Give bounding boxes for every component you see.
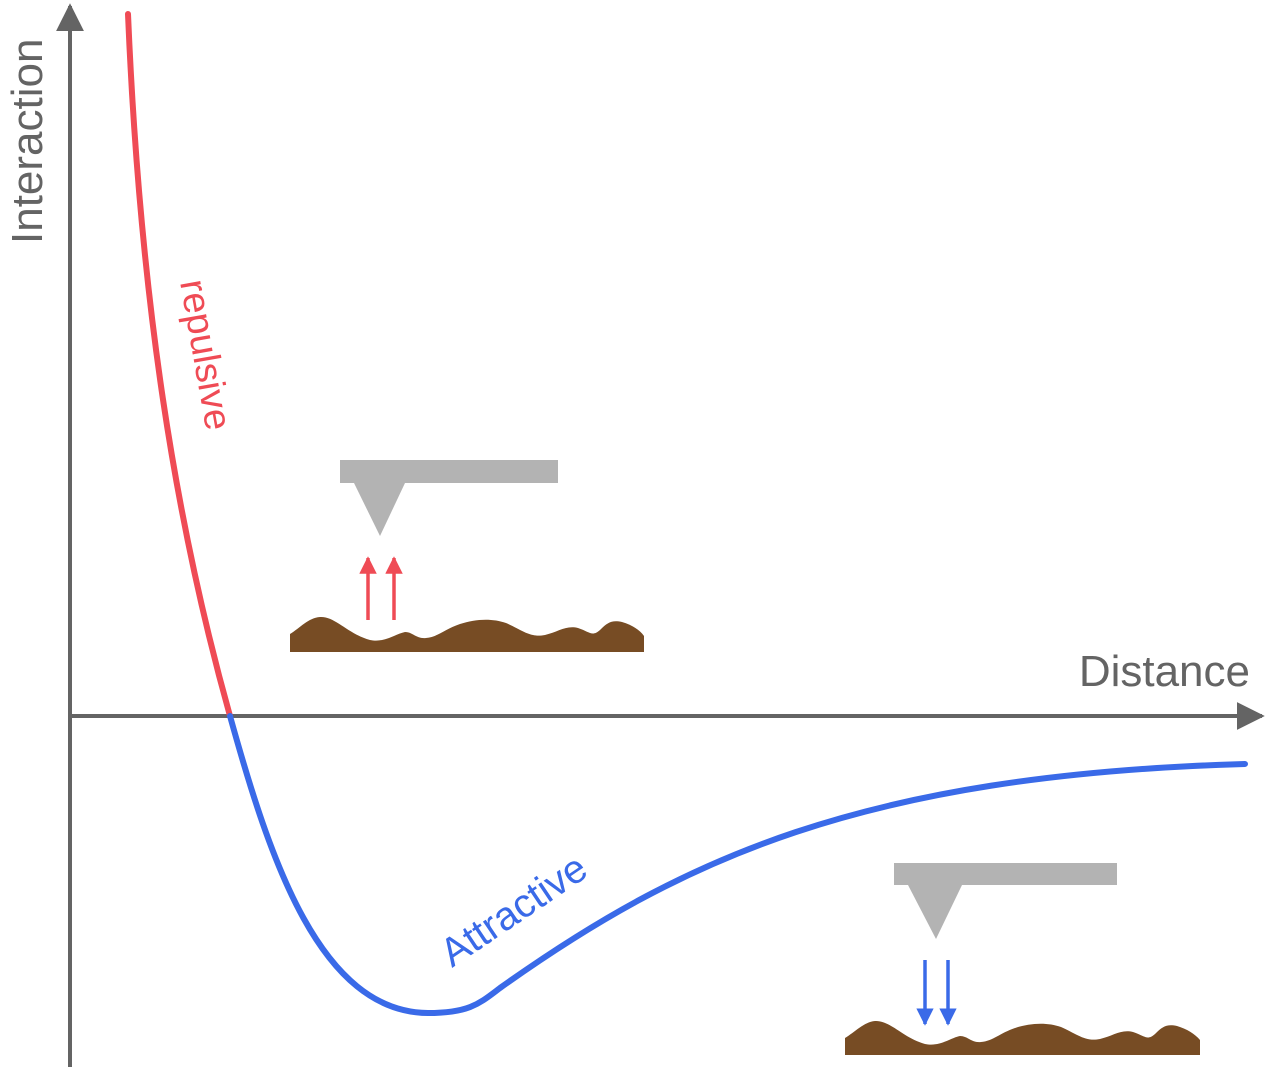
attractive-curve [227, 713, 1248, 1017]
down-arrows-icon [916, 960, 957, 1026]
cantilever-tip-icon [894, 863, 1117, 939]
repulsive-label: repulsive [171, 276, 239, 433]
up-arrows-icon [359, 556, 403, 620]
repulsive-curve [125, 11, 233, 719]
attractive-label: Attractive [432, 846, 595, 976]
rough-surface-icon [290, 616, 644, 652]
y-axis-label: Interaction [3, 39, 52, 244]
x-axis-label: Distance [1079, 647, 1250, 696]
rough-surface-icon [845, 1020, 1200, 1055]
attractive-scene [845, 863, 1200, 1055]
cantilever-tip-icon [340, 460, 558, 536]
repulsive-scene [290, 460, 644, 652]
